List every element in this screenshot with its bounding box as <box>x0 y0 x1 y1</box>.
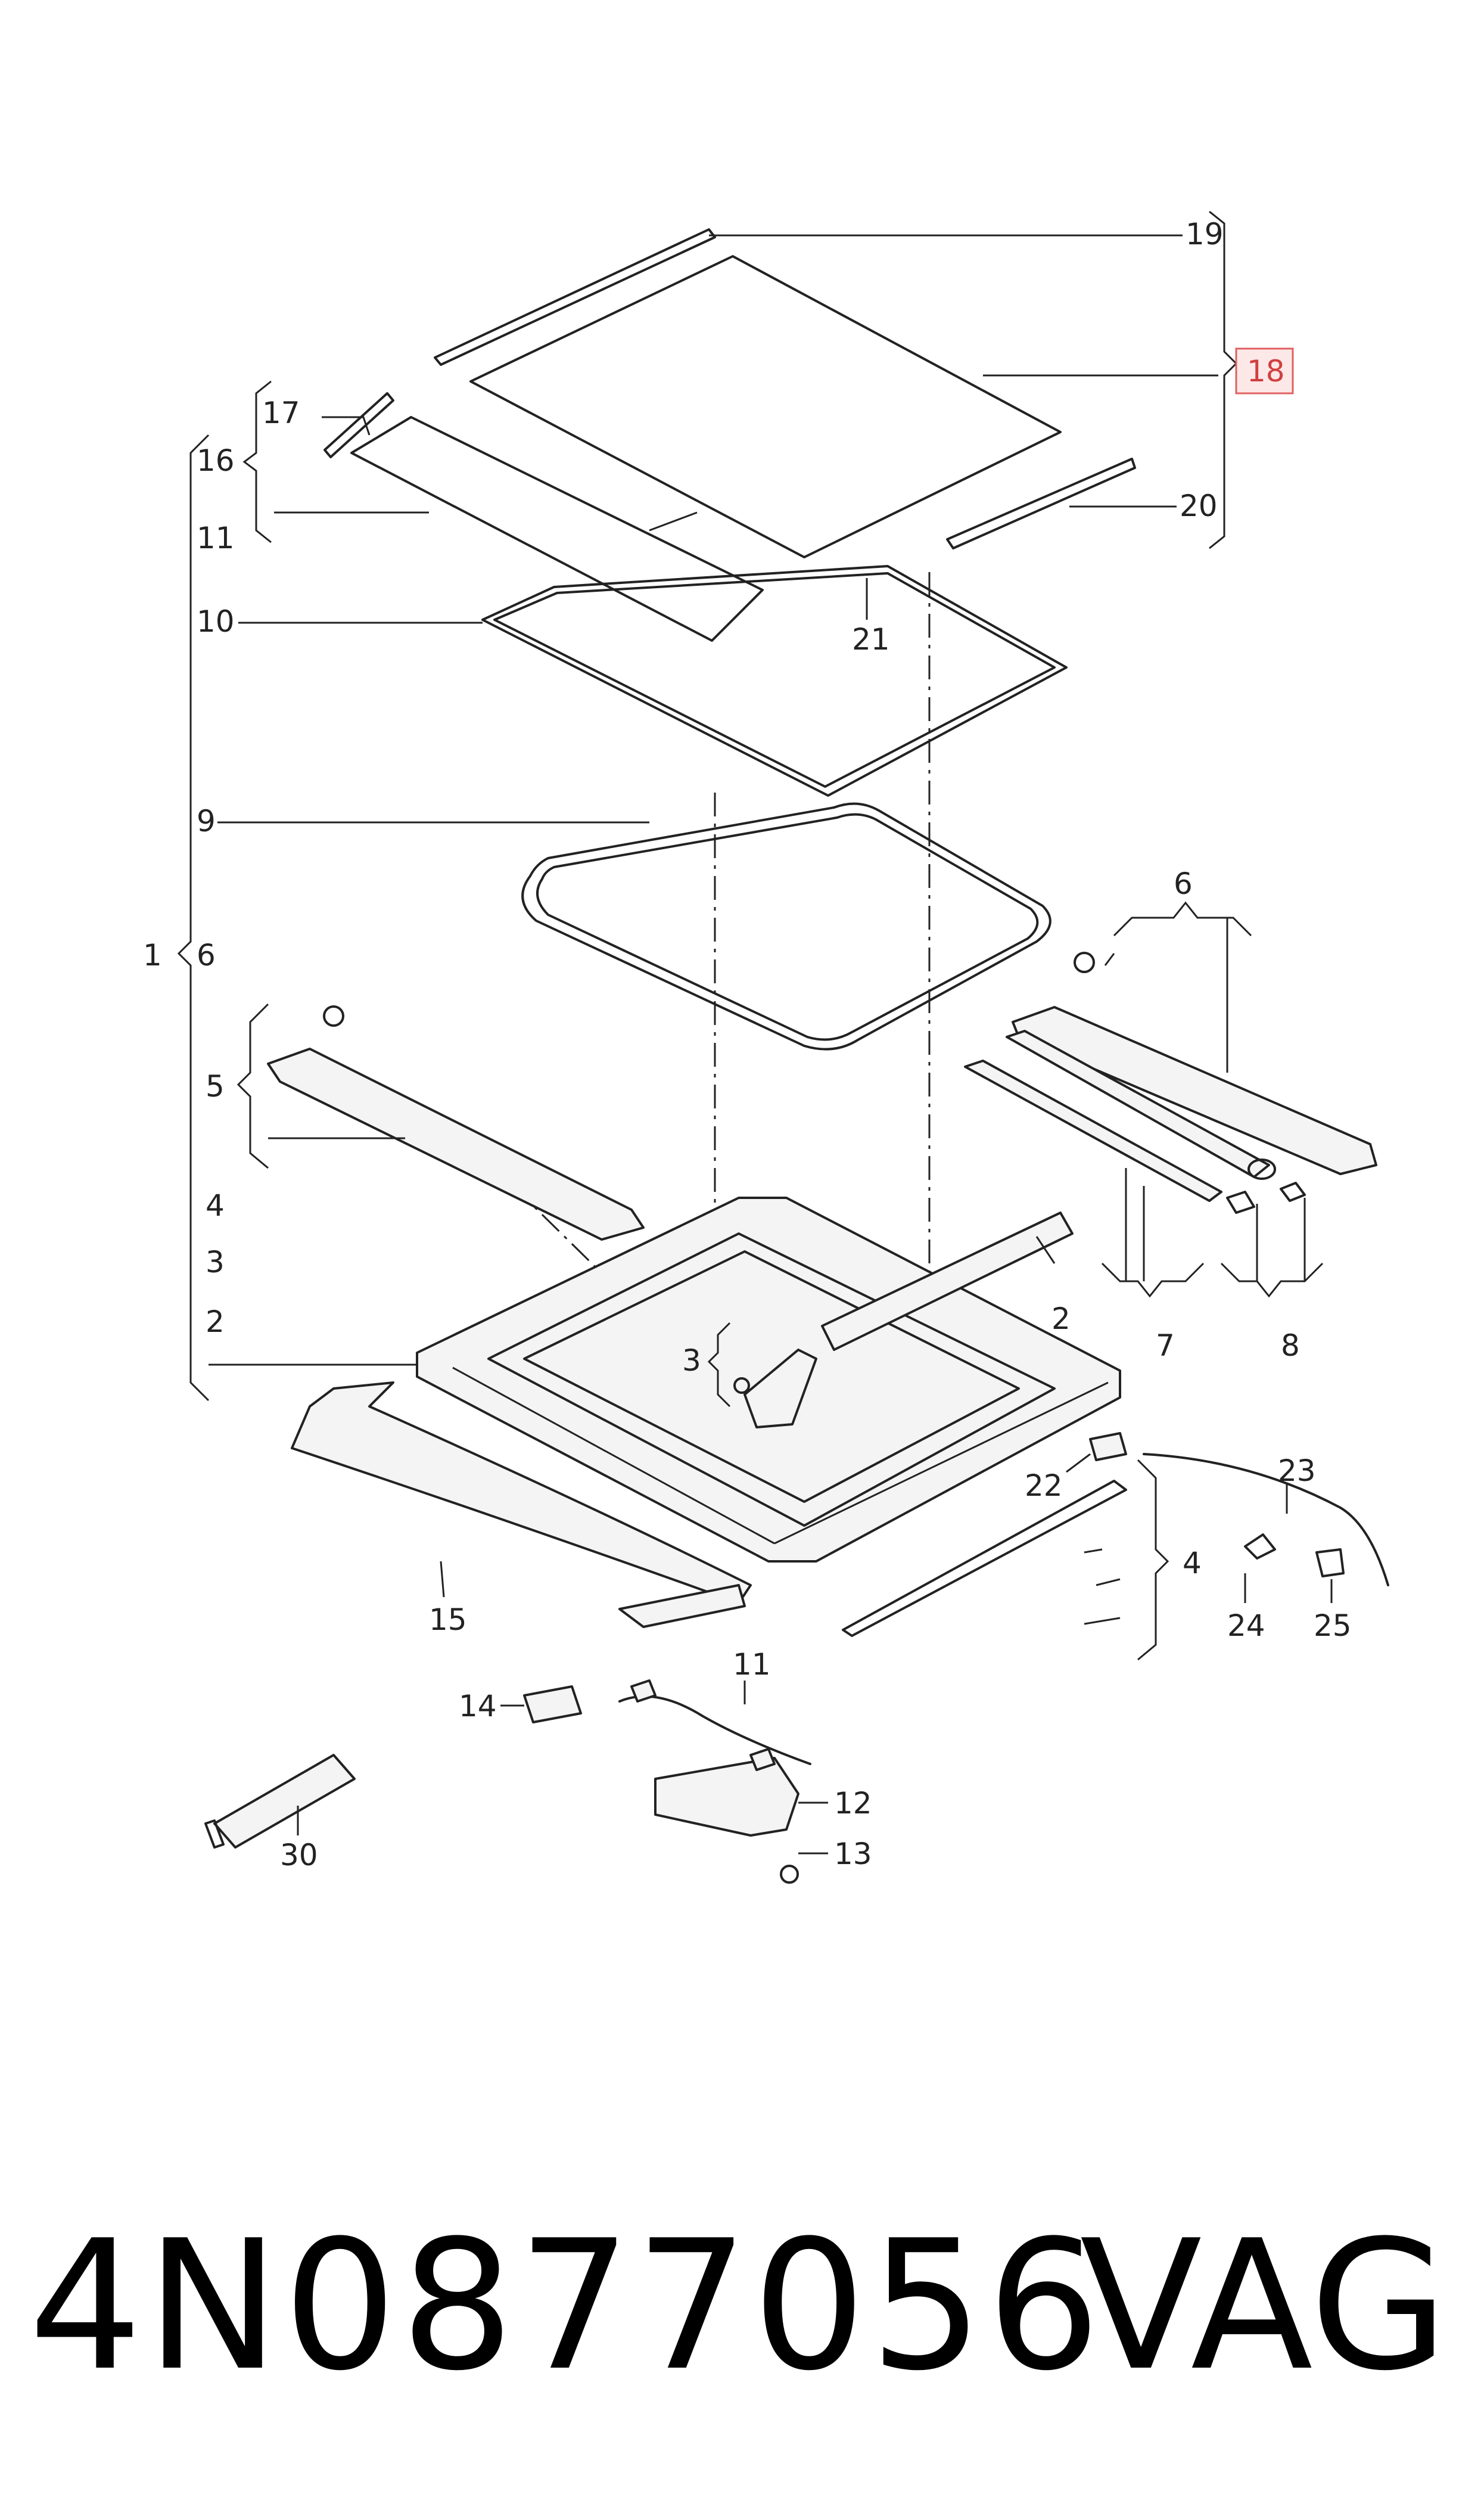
callout-18: 18 <box>1247 354 1285 389</box>
callout-14: 14 <box>459 1689 497 1723</box>
callout-7: 7 <box>1156 1328 1175 1363</box>
bracket-3 <box>707 1322 731 1408</box>
callout-13: 13 <box>834 1837 872 1871</box>
sunshade-assembly <box>964 952 1377 1214</box>
highlight-box-18 <box>1235 347 1294 395</box>
callout-4-left: 4 <box>206 1188 225 1223</box>
callout-2-right: 2 <box>1051 1302 1071 1336</box>
bracket-16 <box>242 380 272 543</box>
callout-12: 12 <box>834 1786 872 1821</box>
callout-10: 10 <box>197 604 235 639</box>
lifter-bracket <box>733 1349 817 1428</box>
guide-rail-left <box>267 1005 645 1241</box>
callout-25: 25 <box>1314 1608 1352 1643</box>
callout-23: 23 <box>1278 1453 1316 1488</box>
glass-panel <box>434 228 1136 558</box>
bracket-6-top <box>1113 901 1252 937</box>
glass-seal <box>521 802 1051 1051</box>
callout-5: 5 <box>206 1069 225 1104</box>
callout-8: 8 <box>1281 1328 1300 1363</box>
callout-22: 22 <box>1025 1468 1063 1503</box>
callout-21: 21 <box>852 622 890 657</box>
part-number: 4N0877056 <box>29 2202 1105 2410</box>
sealant-tube <box>204 1754 356 1849</box>
guide-rail-right <box>821 1212 1074 1351</box>
callout-2-left: 2 <box>206 1304 225 1339</box>
rear-seal-frame <box>291 1381 752 1628</box>
callout-4-right: 4 <box>1183 1546 1202 1580</box>
callout-20: 20 <box>1180 489 1218 523</box>
callout-15: 15 <box>429 1602 467 1637</box>
frame-seal <box>481 565 1068 797</box>
bracket-4 <box>1137 1459 1169 1661</box>
sunroof-motor <box>523 1679 811 1884</box>
bracket-5 <box>237 1003 269 1169</box>
callout-6-right: 6 <box>1174 866 1193 901</box>
callout-11-bottom: 11 <box>733 1647 771 1682</box>
callout-30: 30 <box>280 1838 318 1872</box>
side-trim-strip <box>842 1480 1127 1637</box>
brand-label: VAG <box>1079 2202 1448 2410</box>
callout-19: 19 <box>1186 217 1224 251</box>
front-deflector <box>323 392 764 642</box>
callout-9: 9 <box>197 804 216 838</box>
callout-3-right: 3 <box>682 1343 701 1378</box>
callout-3-left: 3 <box>206 1245 225 1279</box>
callout-24: 24 <box>1227 1608 1265 1643</box>
bracket-7 <box>1101 1262 1205 1298</box>
callout-11-top: 11 <box>197 521 235 555</box>
drain-hose <box>1089 1432 1389 1586</box>
bracket-8 <box>1220 1262 1324 1298</box>
callout-1: 1 <box>143 938 162 973</box>
callout-6-left: 6 <box>197 938 216 973</box>
callout-17: 17 <box>262 396 300 430</box>
callout-16: 16 <box>197 443 235 478</box>
bracket-1 <box>177 434 210 1402</box>
